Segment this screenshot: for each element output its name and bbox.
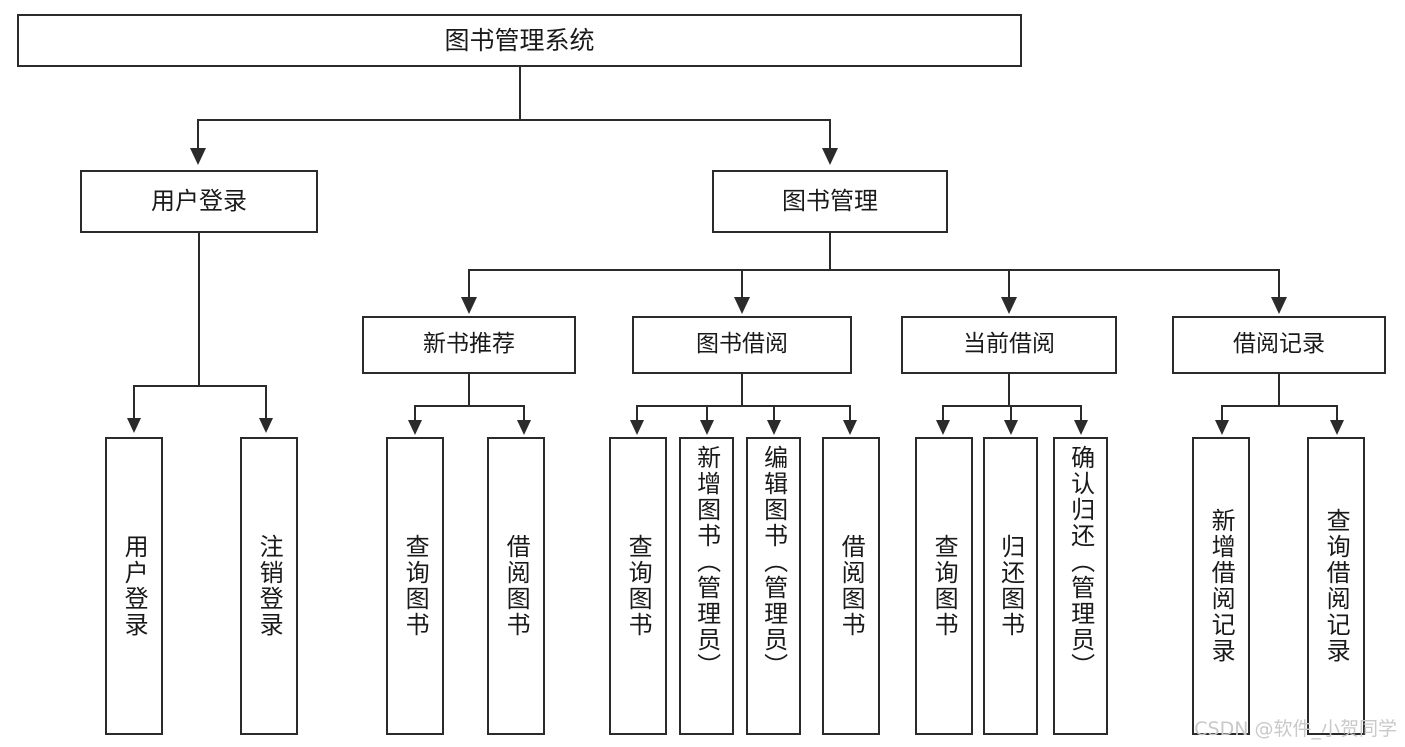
connector-level2-bar bbox=[468, 269, 1279, 271]
arrow-to-current-borrow bbox=[1001, 297, 1017, 314]
leaf-label: 查询借阅记录 bbox=[1322, 508, 1351, 664]
leaf-query-book-borrow[interactable]: 查询图书 bbox=[609, 437, 667, 735]
connector-book-borrow-stem bbox=[741, 374, 743, 406]
node-label: 借阅记录 bbox=[1233, 331, 1325, 358]
leaf-label: 归还图书 bbox=[996, 534, 1025, 638]
arrow-to-leaf-query-book-b bbox=[630, 420, 644, 435]
connector-new-book-bar bbox=[414, 405, 524, 407]
arrow-to-leaf-logout bbox=[259, 418, 273, 433]
connector-new-book-drop-1 bbox=[414, 405, 416, 421]
connector-level1-bar bbox=[197, 119, 831, 121]
connector-book-borrow-drop-2 bbox=[706, 405, 708, 421]
leaf-borrow-book-borrow[interactable]: 借阅图书 bbox=[822, 437, 880, 735]
leaf-label: 编辑图书（管理员） bbox=[759, 445, 788, 679]
arrow-to-leaf-borrow-book-a bbox=[517, 420, 531, 435]
leaf-add-borrow-record[interactable]: 新增借阅记录 bbox=[1192, 437, 1250, 735]
leaf-label: 确认归还（管理员） bbox=[1066, 445, 1095, 679]
leaf-borrow-book-recommend[interactable]: 借阅图书 bbox=[487, 437, 545, 735]
leaf-label: 查询图书 bbox=[930, 534, 959, 638]
node-book-borrow[interactable]: 图书借阅 bbox=[632, 316, 852, 374]
arrow-to-leaf-query-book-c bbox=[936, 420, 950, 435]
node-user-login[interactable]: 用户登录 bbox=[80, 170, 318, 233]
leaf-query-book-recommend[interactable]: 查询图书 bbox=[386, 437, 444, 735]
leaf-label: 查询图书 bbox=[624, 534, 653, 638]
connector-level2-drop-1 bbox=[468, 269, 470, 298]
connector-borrow-record-drop-1 bbox=[1221, 405, 1223, 421]
connector-current-borrow-drop-1 bbox=[942, 405, 944, 421]
connector-current-borrow-stem bbox=[1008, 374, 1010, 406]
node-label: 当前借阅 bbox=[963, 331, 1055, 358]
node-current-borrow[interactable]: 当前借阅 bbox=[901, 316, 1117, 374]
arrow-to-leaf-confirm-return bbox=[1074, 420, 1088, 435]
node-borrow-record[interactable]: 借阅记录 bbox=[1172, 316, 1386, 374]
connector-root-stem bbox=[519, 67, 521, 120]
watermark-text: CSDN @软件_小贺同学 bbox=[1194, 718, 1397, 740]
connector-user-login-drop-1 bbox=[133, 385, 135, 418]
arrow-to-leaf-add-book bbox=[700, 420, 714, 435]
leaf-logout[interactable]: 注销登录 bbox=[240, 437, 298, 735]
connector-user-login-stem bbox=[198, 233, 200, 386]
arrow-to-book-borrow bbox=[734, 297, 750, 314]
leaf-label: 新增图书（管理员） bbox=[692, 445, 721, 679]
arrow-to-leaf-edit-book bbox=[767, 420, 781, 435]
connector-book-management-stem bbox=[829, 233, 831, 270]
arrow-to-leaf-return-book bbox=[1004, 420, 1018, 435]
arrow-to-leaf-query-book-a bbox=[408, 420, 422, 435]
connector-book-borrow-drop-4 bbox=[849, 405, 851, 421]
arrow-to-leaf-add-record bbox=[1215, 420, 1229, 435]
connector-user-login-drop-2 bbox=[265, 385, 267, 418]
connector-book-borrow-drop-3 bbox=[773, 405, 775, 421]
leaf-query-book-current[interactable]: 查询图书 bbox=[915, 437, 973, 735]
node-book-management[interactable]: 图书管理 bbox=[712, 170, 948, 233]
leaf-return-book[interactable]: 归还图书 bbox=[983, 437, 1038, 735]
connector-current-borrow-drop-2 bbox=[1010, 405, 1012, 421]
leaf-label: 借阅图书 bbox=[837, 534, 866, 638]
connector-level2-drop-3 bbox=[1008, 269, 1010, 298]
leaf-label: 新增借阅记录 bbox=[1207, 508, 1236, 664]
leaf-query-borrow-record[interactable]: 查询借阅记录 bbox=[1307, 437, 1365, 735]
node-label: 新书推荐 bbox=[423, 331, 515, 358]
connector-new-book-drop-2 bbox=[523, 405, 525, 421]
node-label: 图书管理系统 bbox=[444, 25, 595, 55]
node-label: 用户登录 bbox=[151, 187, 247, 216]
node-new-book-recommend[interactable]: 新书推荐 bbox=[362, 316, 576, 374]
connector-borrow-record-bar bbox=[1221, 405, 1337, 407]
connector-borrow-record-stem bbox=[1278, 374, 1280, 406]
arrow-to-new-book-recommend bbox=[461, 297, 477, 314]
connector-level1-drop-left bbox=[197, 119, 199, 150]
leaf-label: 查询图书 bbox=[401, 534, 430, 638]
leaf-add-book-admin[interactable]: 新增图书（管理员） bbox=[679, 437, 734, 735]
arrow-to-user-login bbox=[190, 148, 206, 165]
leaf-label: 用户登录 bbox=[120, 534, 149, 638]
connector-new-book-stem bbox=[468, 374, 470, 406]
connector-book-borrow-bar bbox=[636, 405, 850, 407]
node-label: 图书借阅 bbox=[696, 331, 788, 358]
arrow-to-book-management bbox=[822, 148, 838, 165]
node-root-book-management-system[interactable]: 图书管理系统 bbox=[17, 14, 1022, 67]
leaf-edit-book-admin[interactable]: 编辑图书（管理员） bbox=[746, 437, 801, 735]
arrow-to-leaf-user-login bbox=[127, 418, 141, 433]
connector-user-login-bar bbox=[133, 385, 265, 387]
leaf-user-login[interactable]: 用户登录 bbox=[105, 437, 163, 735]
connector-level1-drop-right bbox=[829, 119, 831, 150]
connector-book-borrow-drop-1 bbox=[636, 405, 638, 421]
leaf-label: 借阅图书 bbox=[502, 534, 531, 638]
node-label: 图书管理 bbox=[782, 187, 878, 216]
connector-level2-drop-2 bbox=[741, 269, 743, 298]
leaf-label: 注销登录 bbox=[255, 534, 284, 638]
connector-current-borrow-drop-3 bbox=[1080, 405, 1082, 421]
arrow-to-leaf-query-record bbox=[1330, 420, 1344, 435]
connector-borrow-record-drop-2 bbox=[1336, 405, 1338, 421]
connector-level2-drop-4 bbox=[1278, 269, 1280, 298]
arrow-to-leaf-borrow-book-b bbox=[843, 420, 857, 435]
arrow-to-borrow-record bbox=[1271, 297, 1287, 314]
leaf-confirm-return-admin[interactable]: 确认归还（管理员） bbox=[1053, 437, 1108, 735]
